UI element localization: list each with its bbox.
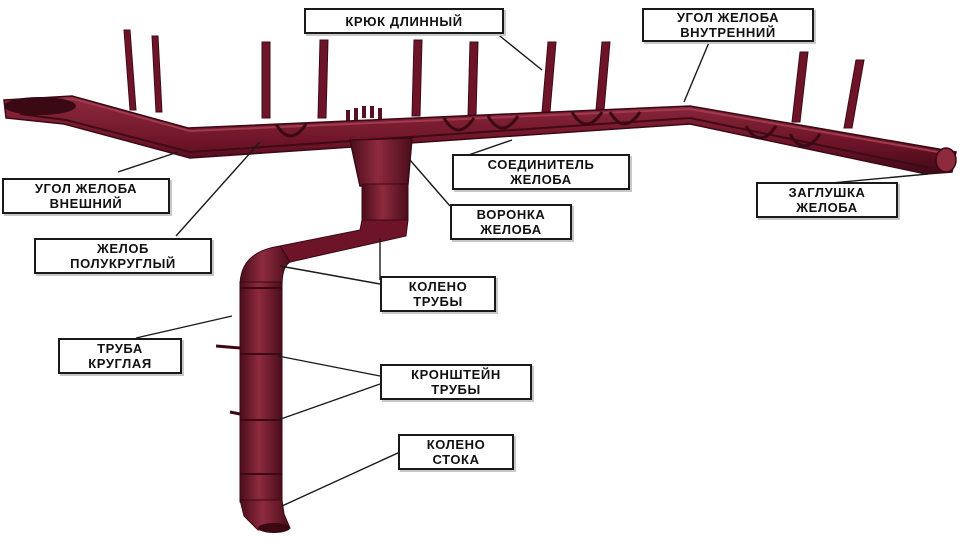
- hook: [595, 41, 611, 111]
- label-line: ТРУБЫ: [413, 294, 463, 309]
- label-line: ЖЕЛОБА: [796, 200, 858, 215]
- label-end-cap: ЗАГЛУШКА ЖЕЛОБА: [756, 182, 898, 218]
- label-line: КРЮК ДЛИННЫЙ: [345, 13, 463, 29]
- outer-corner-opening: [4, 97, 76, 115]
- label-line: КОЛЕНО: [408, 279, 468, 294]
- label-line: УГОЛ ЖЕЛОБА: [34, 181, 138, 196]
- label-line: СОЕДИНИТЕЛЬ: [487, 157, 595, 172]
- leader-pipe-bracket-2: [277, 383, 381, 421]
- hook: [467, 41, 479, 117]
- label-hook-long: КРЮК ДЛИННЫЙ: [304, 8, 504, 34]
- leader-outer-corner: [117, 151, 179, 173]
- label-line: ВНЕШНИЙ: [49, 196, 123, 211]
- hook-tabs: [346, 106, 382, 122]
- downpipe: [215, 137, 413, 533]
- label-line: ЗАГЛУШКА: [788, 185, 866, 200]
- hook: [843, 59, 865, 129]
- leader-pipe-elbow: [279, 265, 381, 285]
- leader-gutter-funnel: [409, 159, 451, 207]
- label-outer-corner: УГОЛ ЖЕЛОБА ВНЕШНИЙ: [2, 178, 170, 214]
- label-round-pipe: ТРУБА КРУГЛАЯ: [58, 338, 182, 374]
- label-line: ЖЕЛОБ: [97, 241, 149, 256]
- label-line: СТОКА: [432, 452, 480, 467]
- hook: [541, 41, 557, 113]
- label-pipe-bracket: КРОНШТЕЙН ТРУБЫ: [380, 364, 532, 400]
- leader-pipe-bracket: [277, 355, 381, 377]
- leader-round-pipe: [135, 315, 233, 339]
- end-cap-shape: [935, 147, 957, 173]
- label-gutter-connector: СОЕДИНИТЕЛЬ ЖЕЛОБА: [452, 154, 630, 190]
- label-line: КРОНШТЕЙН: [411, 367, 501, 382]
- label-gutter-funnel: ВОРОНКА ЖЕЛОБА: [450, 204, 572, 240]
- gutter-clamps: [274, 111, 822, 148]
- long-hooks: [123, 29, 865, 129]
- hook: [411, 39, 423, 117]
- hook: [317, 39, 329, 119]
- label-inner-corner: УГОЛ ЖЕЛОБА ВНУТРЕННИЙ: [642, 8, 814, 42]
- hook: [261, 41, 271, 119]
- label-line: ВНУТРЕННИЙ: [680, 25, 776, 40]
- label-line: ВОРОНКА: [476, 207, 546, 222]
- hook: [123, 29, 137, 111]
- hook: [151, 35, 163, 113]
- label-line: ЖЕЛОБА: [510, 172, 572, 187]
- label-pipe-elbow: КОЛЕНО ТРУБЫ: [380, 276, 496, 312]
- label-half-round-gutter: ЖЕЛОБ ПОЛУКРУГЛЫЙ: [34, 238, 212, 274]
- label-line: ТРУБА: [97, 341, 143, 356]
- label-drain-elbow: КОЛЕНО СТОКА: [398, 434, 514, 470]
- label-line: КОЛЕНО: [426, 437, 486, 452]
- label-line: ТРУБЫ: [431, 382, 481, 397]
- leader-drain-elbow: [281, 451, 401, 507]
- label-line: УГОЛ ЖЕЛОБА: [676, 10, 780, 25]
- label-line: ЖЕЛОБА: [480, 222, 542, 237]
- leader-half-round-gutter: [175, 141, 261, 237]
- leader-inner-corner: [683, 39, 711, 103]
- label-line: КРУГЛАЯ: [88, 356, 152, 371]
- label-line: ПОЛУКРУГЛЫЙ: [70, 256, 176, 271]
- leader-hook-long: [489, 27, 543, 71]
- hook: [791, 51, 809, 123]
